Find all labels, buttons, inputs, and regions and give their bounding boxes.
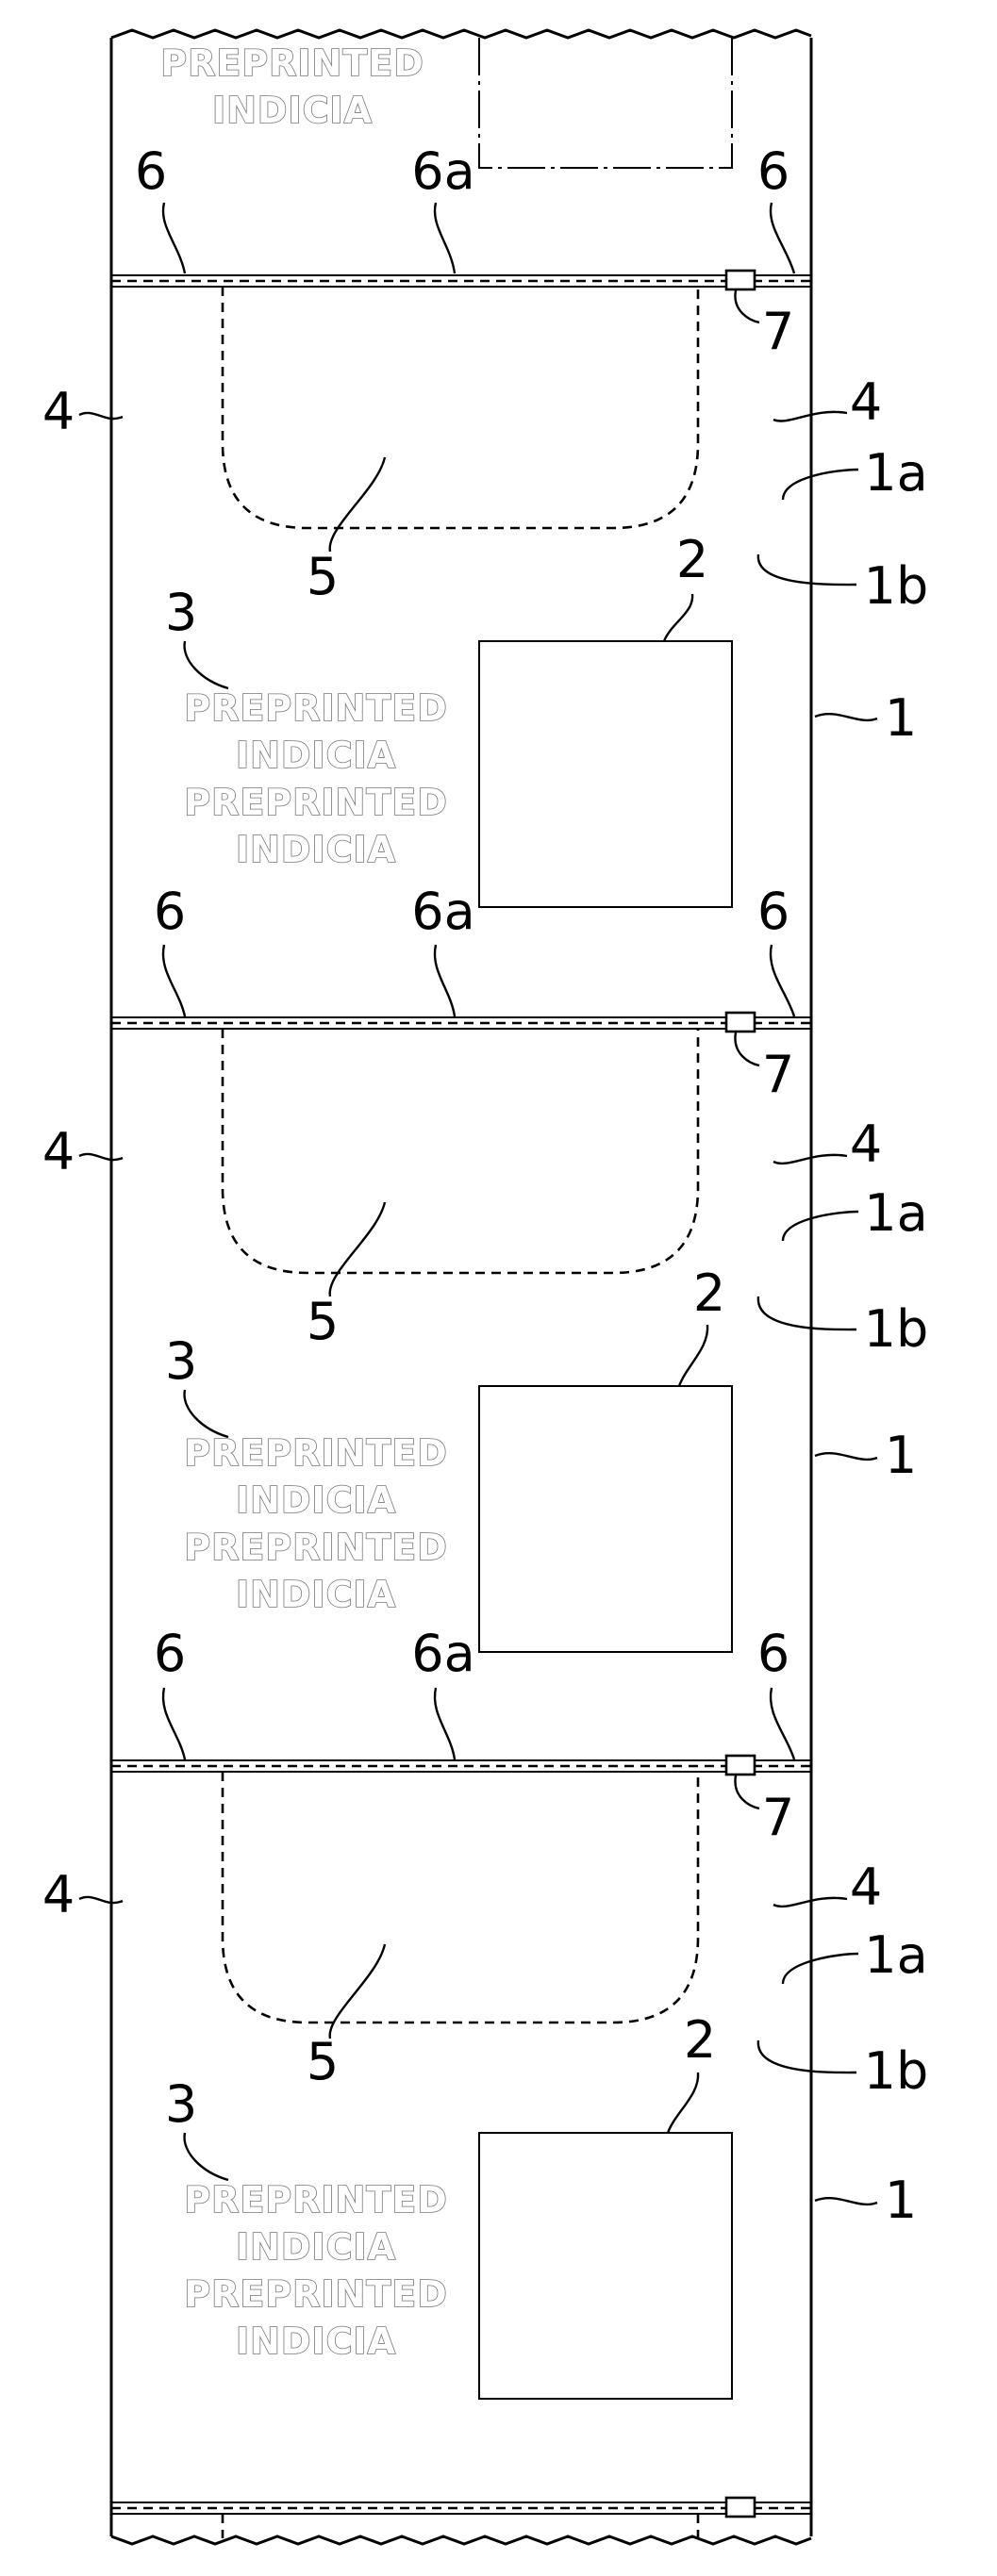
ref-1: 1 (885, 2171, 917, 2230)
label-area (479, 1386, 732, 1652)
cutout-window (223, 287, 698, 528)
indicia-line: PREPRINTED (160, 42, 424, 84)
ref-5: 5 (307, 547, 339, 606)
ref-4-right: 4 (850, 1858, 882, 1917)
indicia-line: INDICIA (236, 735, 396, 776)
perforation-line (111, 1756, 811, 1775)
ref-2: 2 (693, 1263, 725, 1323)
ref-1b: 1b (864, 556, 929, 616)
ref-6-left: 6 (135, 141, 167, 201)
indicia-line: INDICIA (236, 1574, 396, 1615)
indicia-line: PREPRINTED (184, 782, 448, 823)
indicia-line: INDICIA (236, 829, 396, 870)
indicia-line: PREPRINTED (184, 2273, 448, 2315)
ref-6a: 6a (411, 141, 474, 201)
cutout-window (223, 1029, 698, 1273)
perforation-line (111, 271, 811, 289)
torn-top-edge (111, 30, 811, 38)
ref-2: 2 (676, 530, 708, 589)
ref-6-left: 6 (154, 1624, 186, 1683)
ref-3: 3 (165, 583, 197, 642)
indicia-line: PREPRINTED (184, 2179, 448, 2221)
perforation-line (111, 2498, 811, 2517)
ref-7: 7 (762, 1788, 794, 1847)
ref-1: 1 (885, 1426, 917, 1485)
top-partial-label (479, 38, 732, 168)
ref-2: 2 (684, 2010, 716, 2070)
ref-5: 5 (307, 1292, 339, 1351)
ref-4-left: 4 (42, 382, 75, 441)
ref-6-right: 6 (757, 882, 789, 941)
registration-mark (726, 1756, 755, 1775)
torn-bottom-edge (111, 2536, 811, 2544)
indicia-line: INDICIA (236, 2226, 396, 2268)
ref-3: 3 (165, 1331, 197, 1391)
ref-4-right: 4 (850, 372, 882, 432)
ref-6-right: 6 (757, 1624, 789, 1683)
ref-1b: 1b (864, 1299, 929, 1359)
indicia-line: INDICIA (236, 1479, 396, 1521)
ref-6a: 6a (411, 882, 474, 941)
indicia-line: PREPRINTED (184, 1527, 448, 1568)
indicia-line: PREPRINTED (184, 1432, 448, 1474)
indicia-line: PREPRINTED (184, 687, 448, 729)
ref-1a: 1a (864, 443, 927, 503)
ref-4-left: 4 (42, 1122, 75, 1181)
ref-1b: 1b (864, 2041, 929, 2101)
perforation-line (111, 1013, 811, 1032)
ref-1: 1 (885, 688, 917, 748)
ref-6-left: 6 (154, 882, 186, 941)
cutout-window (223, 1772, 698, 2023)
indicia-line: INDICIA (212, 90, 373, 131)
registration-mark (726, 1013, 755, 1032)
label-section: PREPRINTED INDICIA PREPRINTED INDICIA (184, 287, 732, 907)
ref-1a: 1a (864, 1925, 927, 1985)
top-indicia: PREPRINTED INDICIA (160, 42, 424, 131)
ref-6-right: 6 (757, 141, 789, 201)
ref-1a: 1a (864, 1183, 927, 1243)
ref-4-left: 4 (42, 1865, 75, 1924)
ref-6a: 6a (411, 1624, 474, 1683)
ref-7: 7 (762, 1045, 794, 1104)
ref-5: 5 (307, 2032, 339, 2091)
indicia-line: INDICIA (236, 2320, 396, 2362)
ref-7: 7 (762, 302, 794, 361)
registration-mark (726, 2498, 755, 2517)
registration-mark (726, 271, 755, 289)
label-area (479, 2133, 732, 2399)
label-area (479, 641, 732, 907)
label-section: PREPRINTED INDICIA PREPRINTED INDICIA (184, 1029, 732, 1652)
bottom-partial-cutout (223, 2514, 698, 2538)
ref-3: 3 (165, 2074, 197, 2134)
ref-4-right: 4 (850, 1115, 882, 1174)
label-section: PREPRINTED INDICIA PREPRINTED INDICIA (184, 1772, 732, 2399)
